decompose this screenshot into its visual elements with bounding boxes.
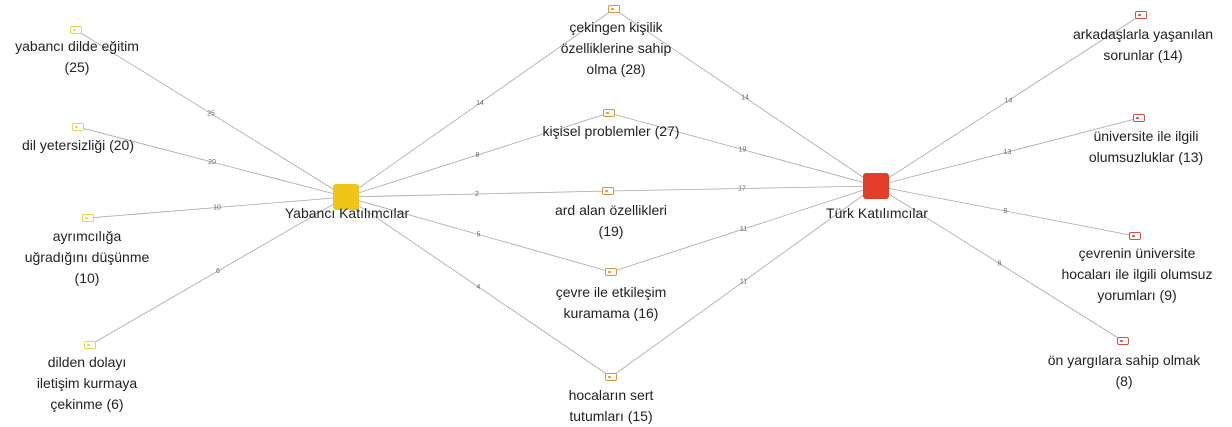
code-tag-icon[interactable]: [603, 109, 615, 117]
edge-yabanci-ard-alan: [345, 190, 609, 198]
code-label-yabanci-dilde-egitim: yabancı dilde eğitim (25): [15, 38, 139, 75]
edge-weight-label: 2: [475, 191, 479, 198]
code-label-cekingen: çekingen kişilik özelliklerine sahip olm…: [560, 19, 672, 77]
edge-turk-arkadaslarla: [875, 14, 1142, 187]
hub-label-turk: Türk Katılımcılar: [826, 205, 928, 221]
code-tag-icon[interactable]: [1117, 337, 1129, 345]
edge-weight-label: 17: [738, 186, 746, 193]
code-label-kisisel: kişisel problemler (27): [542, 123, 680, 139]
edge-weight-label: 6: [216, 268, 220, 275]
code-label-ard-alan: ard alan özellikleri (19): [554, 202, 668, 239]
code-label-on-yargilara: ön yargılara sahip olmak (8): [1047, 352, 1201, 389]
edge-yabanci-cevre-etkilesim: [345, 196, 612, 273]
edge-weight-label: 5: [477, 232, 481, 239]
code-tag-icon[interactable]: [72, 123, 84, 131]
edge-weight-label: 11: [740, 226, 747, 233]
code-tag-icon[interactable]: [605, 373, 617, 381]
hub-node-turk[interactable]: [863, 173, 889, 199]
edge-weight-label: 25: [207, 111, 215, 118]
edge-weight-label: 4: [477, 284, 481, 291]
code-label-cevrenin: çevrenin üniversite hocaları ile ilgili …: [1061, 245, 1213, 303]
code-label-dil-yetersizligi: dil yetersizliği (20): [21, 137, 135, 153]
edge-weight-label: 10: [213, 205, 221, 212]
edge-weight-label: 8: [998, 261, 1002, 268]
code-tag-icon[interactable]: [1129, 232, 1141, 240]
code-tag-icon[interactable]: [84, 341, 96, 349]
code-tag-icon[interactable]: [605, 268, 617, 276]
edge-weight-label: 8: [476, 152, 480, 159]
edge-turk-kisisel: [608, 112, 877, 187]
edge-weight-label: 9: [1004, 208, 1008, 215]
code-tag-icon[interactable]: [82, 214, 94, 222]
edge-yabanci-hocalarin: [345, 196, 612, 378]
code-label-ayrimciliga: ayrımcılığa uğradığını düşünme (10): [24, 228, 150, 286]
code-tag-icon[interactable]: [1133, 114, 1145, 122]
code-label-arkadaslarla: arkadaşlarla yaşanılan sorunlar (14): [1072, 26, 1214, 63]
edge-weight-label: 19: [739, 147, 747, 154]
hub-label-yabanci: Yabancı Katılımcılar: [284, 205, 410, 221]
code-tag-icon[interactable]: [602, 187, 614, 195]
edge-turk-ard-alan: [607, 185, 877, 192]
edge-turk-cekingen: [613, 8, 877, 187]
code-label-hocalarin: hocaların sert tutumları (15): [568, 387, 654, 424]
edge-turk-hocalarin: [610, 185, 877, 378]
edge-weight-label: 13: [1004, 149, 1012, 156]
code-tag-icon[interactable]: [1135, 11, 1147, 19]
edge-yabanci-cekingen: [345, 8, 615, 198]
edge-turk-universite: [875, 117, 1140, 187]
edge-weight-label: 11: [740, 279, 747, 286]
edge-weight-label: 14: [1005, 98, 1013, 105]
edge-yabanci-ayrimciliga: [87, 196, 347, 219]
edges-layer: [75, 8, 1142, 378]
edge-turk-on-yargilara: [875, 185, 1124, 342]
code-tag-icon[interactable]: [608, 5, 620, 13]
code-tag-icon[interactable]: [70, 26, 82, 34]
code-label-universite: üniversite ile ilgili olumsuzluklar (13): [1088, 128, 1204, 165]
edge-weight-label: 20: [208, 159, 216, 166]
code-label-cevre-etkilesim: çevre ile etkileşim kuramama (16): [555, 284, 667, 321]
edge-yabanci-dil-yetersizligi: [77, 126, 347, 198]
edge-yabanci-dilden-dolayi: [89, 196, 347, 346]
edge-turk-cevre-etkilesim: [610, 185, 877, 273]
edge-weight-label: 14: [476, 100, 484, 107]
edge-yabanci-yabanci-dilde-egitim: [75, 29, 347, 198]
code-label-dilden-dolayi: dilden dolayı iletişim kurmaya çekinme (…: [36, 354, 138, 412]
edge-weight-label: 14: [741, 95, 749, 102]
edge-yabanci-kisisel: [345, 112, 610, 198]
edge-turk-cevrenin: [875, 185, 1136, 237]
hub-node-yabanci[interactable]: [333, 184, 359, 210]
